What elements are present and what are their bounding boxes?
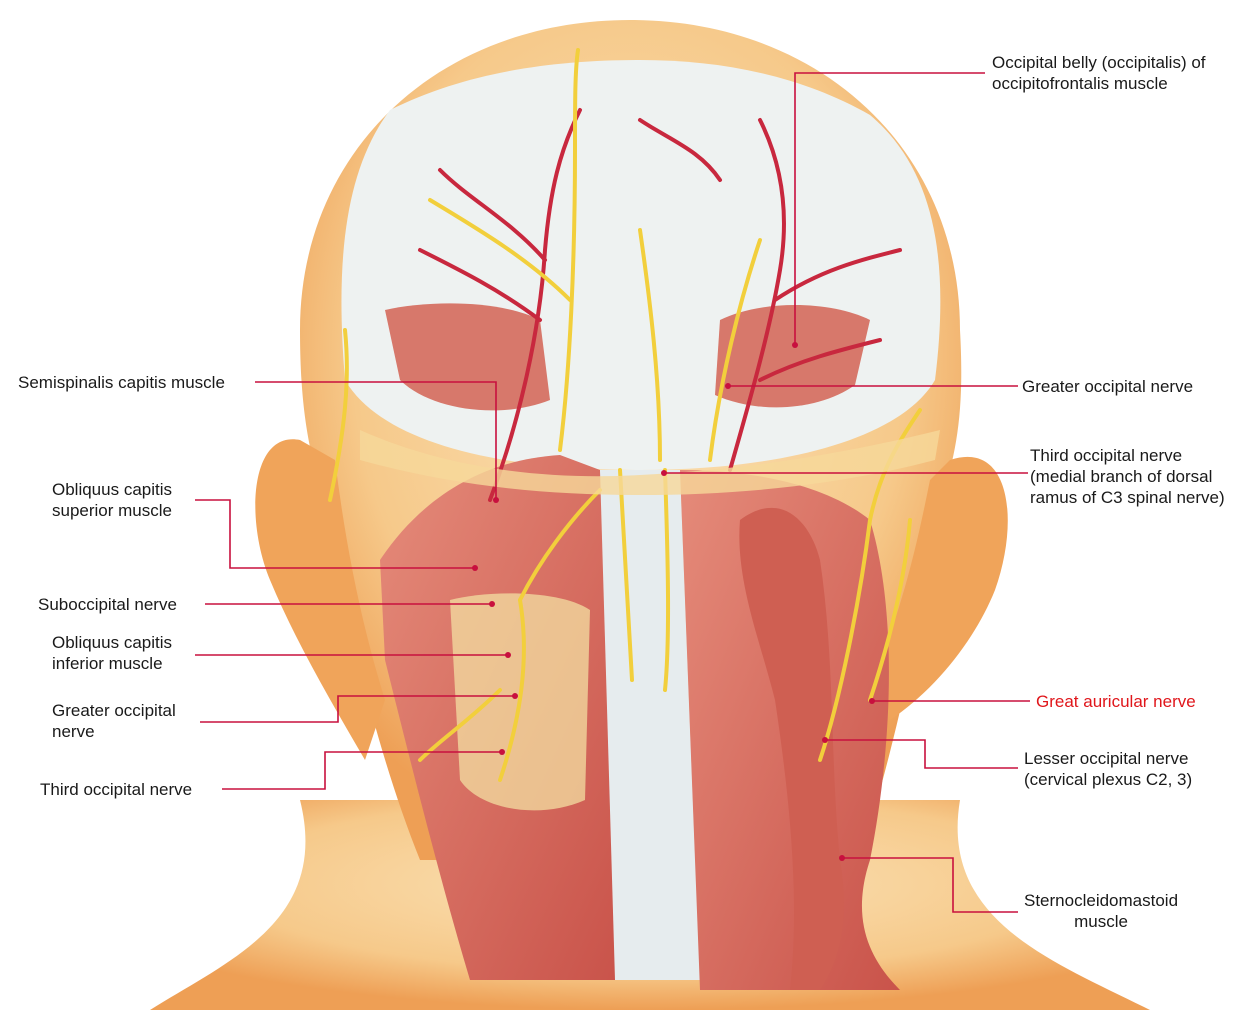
ear-right [880,456,1008,720]
label-lesser-occipital-nerve: Lesser occipital nerve (cervical plexus … [1024,749,1193,789]
cutaneous-nerves [328,48,922,782]
label-occipital-belly: Occipital belly (occipitalis) of occipit… [992,53,1206,93]
label-third-occipital-nerve-right: Third occipital nerve (medial branch of … [1030,446,1225,507]
leader-third-occipital-left [222,751,502,790]
leader-sternocleidomastoid [842,857,1018,913]
leader-occipital-belly [794,72,985,345]
label-third-occipital-nerve-left: Third occipital nerve [40,780,193,799]
label-greater-occipital-nerve-right: Greater occipital nerve [1022,377,1194,396]
leader-semispinalis [255,381,497,500]
label-suboccipital-nerve: Suboccipital nerve [38,595,177,614]
leader-greater-occipital-left [200,695,515,723]
label-obliquus-capitis-inferior: Obliquus capitis inferior muscle [52,633,173,673]
label-great-auricular-nerve: Great auricular nerve [1036,692,1196,711]
occipital-artery-branches [418,108,902,502]
leader-lesser-occipital [825,739,1018,769]
nuchal-fascia-band [360,430,940,495]
leader-dots [472,342,875,861]
sternocleidomastoid-muscle [739,507,844,990]
label-greater-occipital-nerve-left: Greater occipital nerve [52,701,176,741]
leader-lines [195,72,1030,913]
nuchal-ligament [600,470,700,980]
label-obliquus-capitis-superior: Obliquus capitis superior muscle [52,480,173,520]
label-sternocleidomastoid: Sternocleidomastoid muscle [1024,891,1179,931]
ear-left [255,439,385,760]
label-semispinalis-capitis: Semispinalis capitis muscle [18,373,225,392]
leader-obliquus-superior [195,499,475,569]
occipitalis-left [385,303,550,411]
